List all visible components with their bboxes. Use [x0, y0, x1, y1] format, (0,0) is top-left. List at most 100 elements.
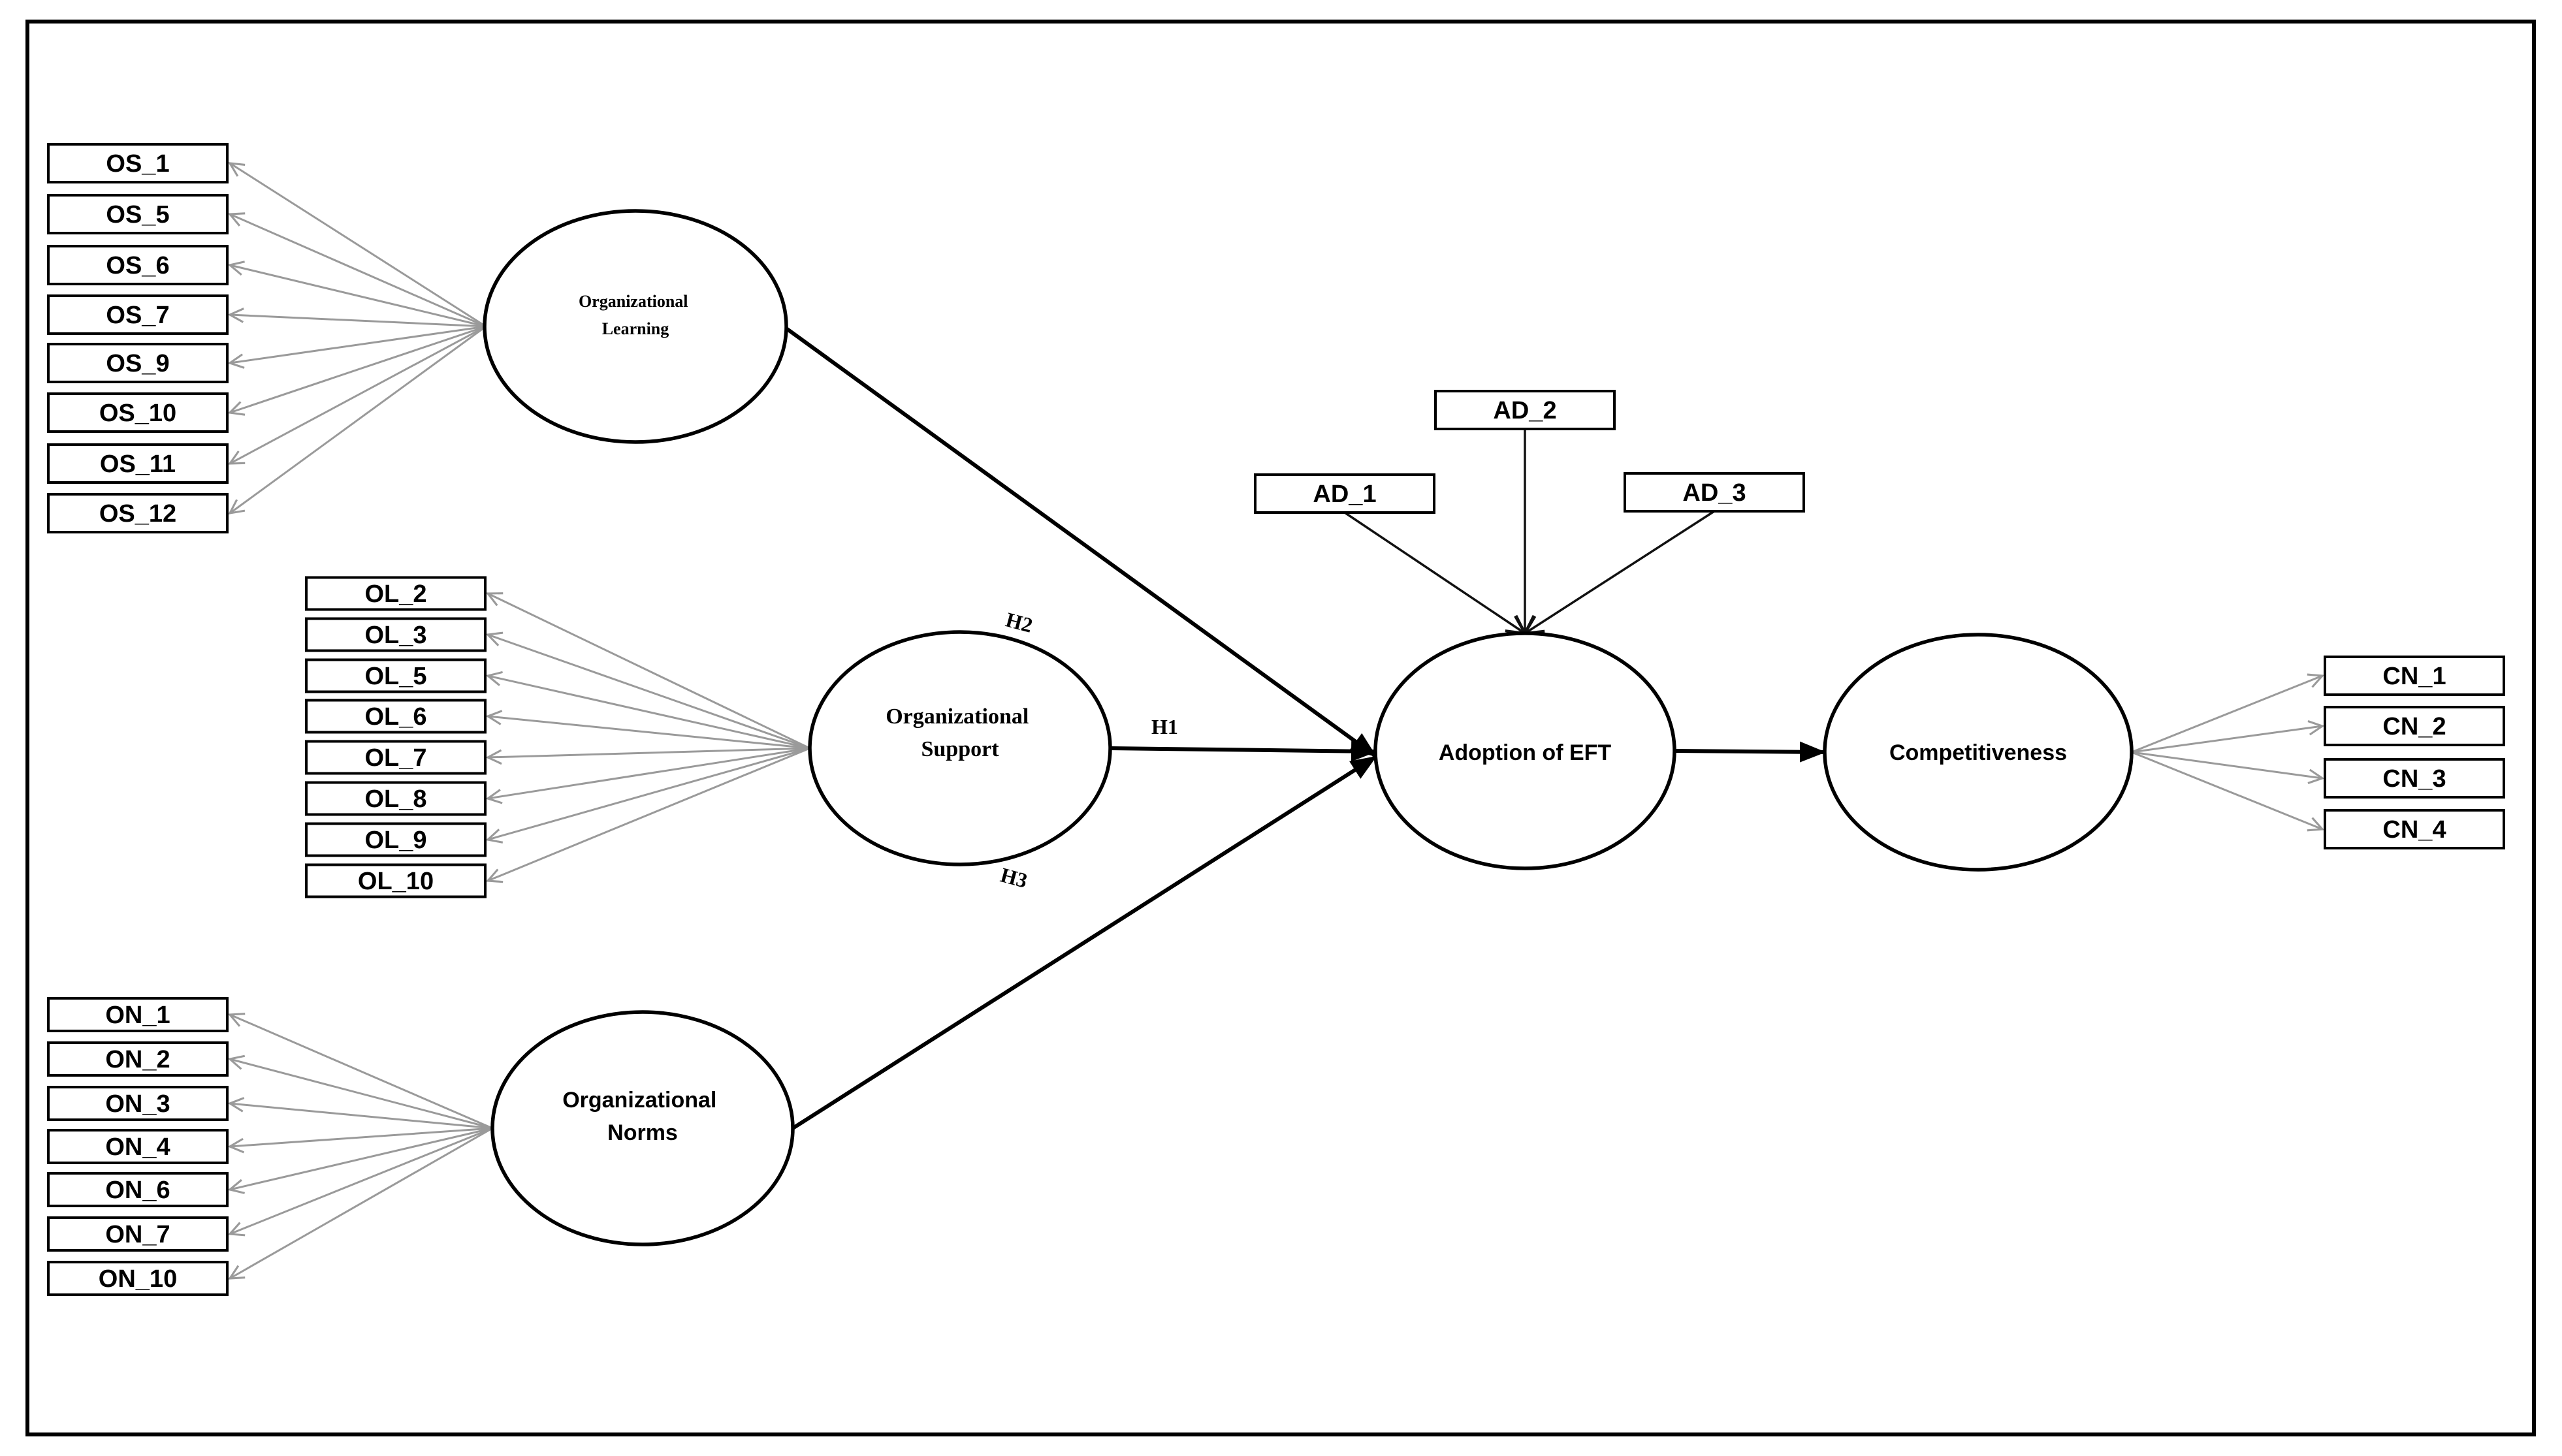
indicator-ad-3-label: AD_3: [1682, 479, 1746, 507]
indicator-on-6-label: ON_6: [105, 1177, 170, 1204]
indicator-ad-3-box: [1624, 472, 1805, 513]
construct-competitiveness-label: Competitiveness: [1889, 740, 2067, 765]
loading-line-ad-3: [1525, 510, 1715, 633]
loading-line-ol-3: [488, 635, 810, 750]
indicator-cn-3-label: CN_3: [2382, 765, 2446, 793]
indicator-boxes: OS_1OS_5OS_6OS_7OS_9OS_10OS_11OS_12OL_2O…: [47, 143, 2505, 1296]
indicator-os-12-box: [47, 493, 229, 533]
indicator-os-6-label: OS_6: [106, 252, 169, 279]
construct-organizational-support: Organizational Support: [808, 630, 1112, 866]
loading-line-on-10: [230, 1127, 493, 1278]
indicator-on-2-label: ON_2: [105, 1046, 170, 1073]
loading-line-on-7: [230, 1127, 493, 1234]
indicator-ol-10-box: [305, 863, 487, 898]
construct-organizational-norms: Organizational Norms: [490, 1010, 795, 1246]
indicator-on-6-box: [47, 1172, 229, 1207]
indicator-os-12-label: OS_12: [99, 500, 176, 528]
indicator-ol-2-box: [305, 576, 487, 611]
indicator-ol-6-label: OL_6: [364, 703, 426, 731]
loading-line-os-11: [230, 325, 487, 464]
indicator-ol-5-box: [305, 658, 487, 693]
indicator-ol-6-box: [305, 699, 487, 734]
construct-learning-label: Organizational Learning: [579, 292, 692, 338]
indicator-ol-8-box: [305, 781, 487, 816]
indicator-cn-4-box: [2324, 809, 2505, 849]
loading-lines: [230, 163, 2322, 1278]
path-adoption-to-competitiveness: [1674, 741, 1826, 763]
loading-line-cn-3: [2131, 751, 2322, 778]
indicator-cn-4-label: CN_4: [2382, 816, 2446, 844]
indicator-os-9-box: [47, 343, 229, 383]
indicator-cn-3-box: [2324, 758, 2505, 799]
indicator-on-3-box: [47, 1086, 229, 1121]
loading-line-os-6: [230, 265, 487, 328]
indicator-ol-7-label: OL_7: [364, 744, 426, 772]
indicator-os-7-box: [47, 294, 229, 335]
loading-line-ol-7: [488, 747, 810, 757]
loading-line-on-2: [230, 1059, 493, 1130]
indicator-on-1-label: ON_1: [105, 1002, 170, 1029]
construct-competitiveness-ellipse: [1823, 633, 2134, 872]
indicator-os-9-label: OS_9: [106, 350, 169, 377]
indicator-ol-9-box: [305, 822, 487, 857]
construct-learning-ellipse: [483, 209, 788, 444]
indicator-cn-2-box: [2324, 706, 2505, 746]
indicator-os-11-box: [47, 443, 229, 484]
indicator-ol-3-label: OL_3: [364, 622, 426, 649]
indicator-os-10-box: [47, 392, 229, 433]
indicator-os-11-label: OS_11: [100, 451, 176, 478]
indicator-os-5-box: [47, 194, 229, 234]
indicator-ol-7-box: [305, 740, 487, 775]
hypothesis-h1-label: H1: [1151, 715, 1178, 738]
indicator-on-2-box: [47, 1041, 229, 1077]
loading-line-cn-1: [2131, 676, 2322, 753]
loading-line-ol-6: [488, 716, 810, 750]
indicator-os-7-label: OS_7: [106, 302, 169, 329]
construct-support-ellipse: [808, 630, 1112, 866]
loading-line-cn-2: [2131, 726, 2322, 753]
indicator-on-7-box: [47, 1216, 229, 1252]
construct-organizational-learning: Organizational Learning: [483, 209, 788, 444]
loading-line-on-1: [230, 1015, 493, 1130]
loading-line-os-10: [230, 325, 487, 413]
construct-competitiveness: Competitiveness: [1823, 633, 2134, 872]
construct-norms-ellipse: [490, 1010, 795, 1246]
indicator-cn-2-label: CN_2: [2382, 713, 2446, 740]
loading-line-ol-2: [488, 593, 810, 750]
loading-line-ol-10: [488, 747, 810, 881]
indicator-os-1-box: [47, 143, 229, 183]
construct-support-label: Organizational Support: [886, 704, 1034, 761]
path-learning-to-adoption: [785, 326, 1377, 757]
loading-line-ol-9: [488, 747, 810, 840]
path-support-to-adoption: [1110, 740, 1377, 762]
indicator-on-3-label: ON_3: [105, 1090, 170, 1118]
loading-line-ol-5: [488, 676, 810, 750]
loading-line-os-9: [230, 325, 487, 363]
indicator-ol-2-label: OL_2: [364, 580, 426, 608]
indicator-ol-3-box: [305, 617, 487, 652]
path-norms-to-adoption: [792, 755, 1377, 1130]
loading-line-on-4: [230, 1127, 493, 1147]
indicator-on-7-label: ON_7: [105, 1221, 170, 1248]
indicator-ol-8-label: OL_8: [364, 785, 426, 813]
indicator-os-6-box: [47, 245, 229, 285]
indicator-on-1-box: [47, 997, 229, 1032]
indicator-ad-2-label: AD_2: [1493, 397, 1556, 424]
structural-paths: [785, 326, 1826, 1130]
indicator-ad-1-box: [1254, 473, 1435, 514]
indicator-on-10-label: ON_10: [99, 1265, 177, 1293]
indicator-ol-10-label: OL_10: [358, 868, 434, 895]
construct-adoption-label: Adoption of EFT: [1439, 740, 1612, 765]
indicator-cn-1-label: CN_1: [2382, 663, 2446, 690]
indicator-ad-2-box: [1434, 390, 1616, 430]
construct-norms-label: Organizational Norms: [562, 1088, 723, 1145]
loading-line-os-12: [230, 325, 487, 513]
construct-adoption-ellipse: [1373, 631, 1676, 870]
indicator-on-4-label: ON_4: [105, 1133, 170, 1161]
indicator-cn-1-box: [2324, 656, 2505, 696]
indicator-on-4-box: [47, 1129, 229, 1164]
indicator-ad-1-label: AD_1: [1313, 481, 1376, 508]
indicator-ol-9-label: OL_9: [364, 827, 426, 854]
loading-line-os-5: [230, 214, 487, 328]
